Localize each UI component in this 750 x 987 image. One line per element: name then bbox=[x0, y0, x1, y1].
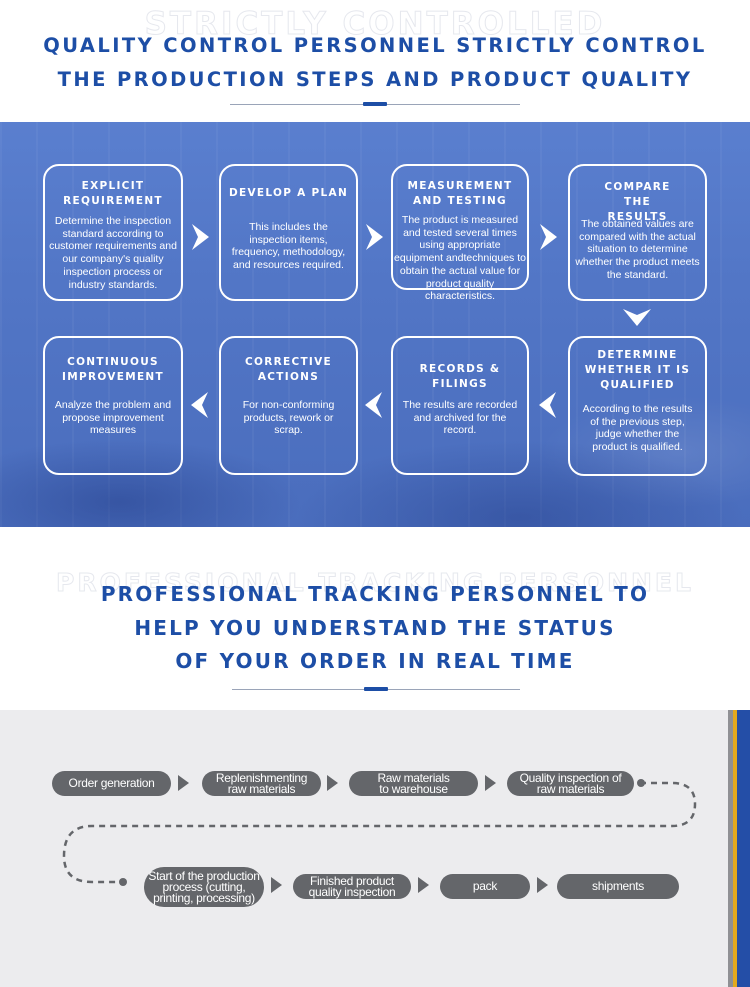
chevron-right-icon bbox=[366, 224, 383, 250]
step-description: The obtained values are compared with th… bbox=[575, 218, 700, 281]
step-card-determine-whether-qualified: DETERMINE WHETHER IT IS QUALIFIED Accord… bbox=[568, 336, 707, 476]
arrow-right-icon bbox=[418, 877, 429, 893]
tracking-step-label: Replenishmenting raw materials bbox=[215, 770, 308, 796]
step-description: According to the results of the previous… bbox=[582, 403, 693, 454]
step-description: Determine the inspection standard accord… bbox=[49, 215, 177, 291]
step-card-records-and-filings: RECORDS & FILINGS The results are record… bbox=[391, 336, 529, 475]
tracking-step-start-production: Start of the production process (cutting… bbox=[144, 867, 264, 907]
decorative-side-bar-accent bbox=[733, 710, 737, 987]
step-title: COMPARE THE RESULTS bbox=[604, 181, 671, 223]
tracking-step-label: Quality inspection of raw materials bbox=[519, 770, 622, 796]
tracking-step-replenishment: Replenishmenting raw materials bbox=[202, 771, 321, 796]
step-description: For non-conforming products, rework or s… bbox=[242, 399, 335, 437]
tracking-step-pack: pack bbox=[440, 874, 530, 899]
step-card-explicit-requirement: EXPLICIT REQUIREMENT Determine the inspe… bbox=[43, 164, 183, 301]
step-description: The results are recorded and archived fo… bbox=[402, 399, 518, 437]
step-card-compare-the-results: COMPARE THE RESULTS The obtained values … bbox=[568, 164, 707, 301]
arrow-right-icon bbox=[485, 775, 496, 791]
step-card-corrective-actions: CORRECTIVE ACTIONS For non-conforming pr… bbox=[219, 336, 358, 475]
step-description: This includes the inspection items, freq… bbox=[231, 221, 346, 272]
inspection-process-panel: EXPLICIT REQUIREMENT Determine the inspe… bbox=[0, 122, 750, 527]
chevron-left-icon bbox=[365, 392, 382, 418]
step-description: Analyze the problem and propose improvem… bbox=[54, 399, 172, 437]
tracking-step-label: Raw materials to warehouse bbox=[377, 770, 450, 796]
step-title: RECORDS & FILINGS bbox=[419, 363, 501, 390]
section-title-line-1: PROFESSIONAL TRACKING PERSONNEL TO bbox=[100, 582, 650, 606]
tracking-step-label: Start of the production process (cutting… bbox=[148, 868, 260, 905]
ghost-watermark-text: PROFESSIONAL TRACKING PERSONNEL bbox=[56, 568, 694, 598]
chevron-left-icon bbox=[191, 392, 208, 418]
tracking-header: PROFESSIONAL TRACKING PERSONNEL PROFESSI… bbox=[0, 527, 750, 710]
step-card-continuous-improvement: CONTINUOUS IMPROVEMENT Analyze the probl… bbox=[43, 336, 183, 475]
step-title: DETERMINE WHETHER IT IS QUALIFIED bbox=[584, 349, 691, 391]
step-title: CONTINUOUS IMPROVEMENT bbox=[62, 356, 164, 383]
tracking-step-raw-materials-warehouse: Raw materials to warehouse bbox=[349, 771, 478, 796]
tracking-step-label: pack bbox=[472, 879, 498, 893]
tracking-step-label: Order generation bbox=[68, 776, 155, 790]
decorative-side-bar bbox=[728, 710, 737, 987]
warehouse-background-photo bbox=[0, 122, 750, 527]
chevron-right-icon bbox=[192, 224, 209, 250]
tracking-step-shipments: shipments bbox=[557, 874, 679, 899]
quality-control-header: STRICTLY CONTROLLED QUALITY CONTROL PERS… bbox=[0, 0, 750, 122]
tracking-step-order-generation: Order generation bbox=[52, 771, 171, 796]
section-title-line-2: THE PRODUCTION STEPS AND PRODUCT QUALITY bbox=[57, 68, 693, 91]
step-title: EXPLICIT REQUIREMENT bbox=[63, 180, 163, 207]
arrow-right-icon bbox=[327, 775, 338, 791]
tracking-step-label: Finished product quality inspection bbox=[308, 873, 396, 899]
step-card-measurement-and-testing: MEASUREMENT AND TESTING The product is m… bbox=[391, 164, 529, 302]
section-title-line-2: HELP YOU UNDERSTAND THE STATUS bbox=[134, 616, 616, 640]
tracking-step-finished-product-inspection: Finished product quality inspection bbox=[293, 874, 411, 899]
chevron-down-icon bbox=[623, 309, 651, 326]
section-title-line-3: OF YOUR ORDER IN REAL TIME bbox=[175, 649, 575, 673]
dashed-connector bbox=[62, 779, 697, 886]
chevron-left-icon bbox=[539, 392, 556, 418]
step-title: CORRECTIVE ACTIONS bbox=[244, 356, 333, 383]
divider-accent bbox=[363, 102, 387, 106]
step-description: The product is measured and tested sever… bbox=[394, 214, 526, 303]
step-title: DEVELOP A PLAN bbox=[228, 187, 349, 199]
step-card-develop-a-plan: DEVELOP A PLAN This includes the inspect… bbox=[219, 164, 358, 301]
tracking-step-label: shipments bbox=[592, 879, 644, 893]
ghost-watermark-text: STRICTLY CONTROLLED bbox=[144, 6, 606, 43]
chevron-right-icon bbox=[540, 224, 557, 250]
order-tracking-flow: Order generation Replenishmenting raw ma… bbox=[0, 710, 750, 987]
arrow-right-icon bbox=[271, 877, 282, 893]
divider-accent bbox=[364, 687, 388, 691]
step-title: MEASUREMENT AND TESTING bbox=[407, 180, 513, 207]
tracking-step-quality-inspection-raw: Quality inspection of raw materials bbox=[507, 771, 634, 796]
section-title-line-1: QUALITY CONTROL PERSONNEL STRICTLY CONTR… bbox=[43, 34, 707, 57]
arrow-right-icon bbox=[178, 775, 189, 791]
arrow-right-icon bbox=[537, 877, 548, 893]
decorative-side-bar-blue bbox=[737, 710, 750, 987]
